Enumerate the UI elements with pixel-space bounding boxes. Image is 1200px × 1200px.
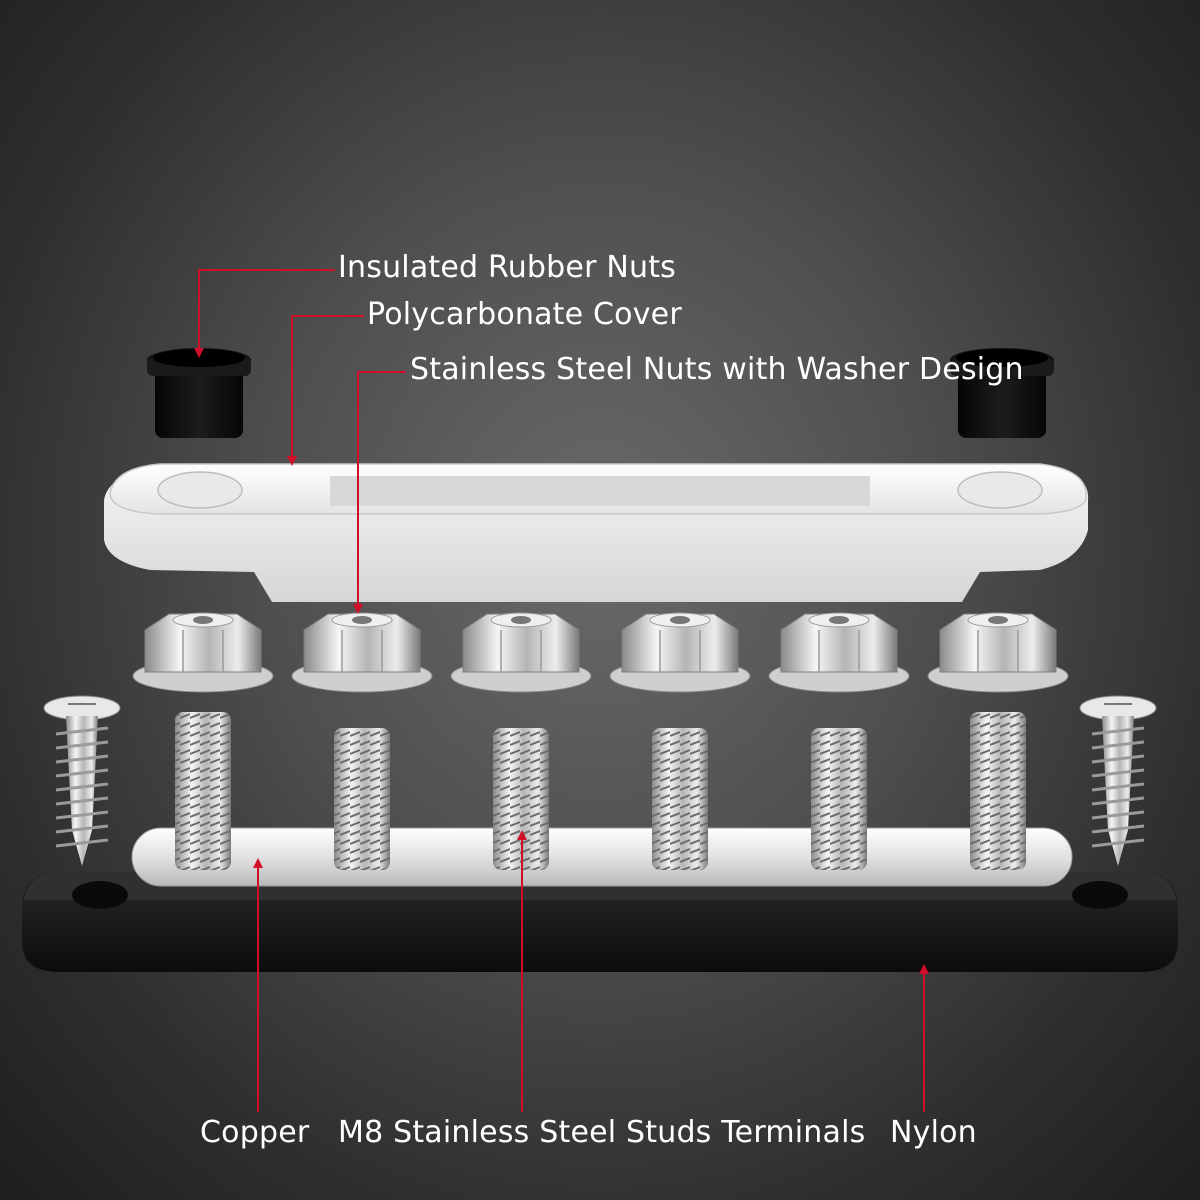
label-m8-studs: M8 Stainless Steel Studs Terminals [338,1115,866,1150]
pointer-cover [287,315,364,466]
stainless-nuts [132,612,1069,693]
insulated-rubber-nut-left [147,348,251,438]
pointer-nylon [919,964,929,1112]
nut-1 [132,612,274,693]
stud-1 [175,712,231,870]
nut-3 [450,612,592,693]
nut-4 [609,612,751,693]
pointer-rubber-nuts [194,269,335,358]
label-polycarbonate-cover: Polycarbonate Cover [367,297,682,332]
stud-5 [811,728,867,870]
label-insulated-rubber-nuts: Insulated Rubber Nuts [338,250,676,285]
stud-3 [493,728,549,870]
nut-6 [927,612,1069,693]
pointer-lines [194,269,929,1112]
nylon-base [22,872,1178,972]
screw-left [43,695,121,866]
nut-5 [768,612,910,693]
insulated-rubber-nut-right [950,348,1054,438]
copper-bar [131,827,1073,887]
stud-2 [334,728,390,870]
mounting-screws [43,695,1157,866]
label-nylon: Nylon [890,1115,977,1150]
stud-4 [652,728,708,870]
screw-right [1079,695,1157,866]
label-stainless-steel-nuts: Stainless Steel Nuts with Washer Design [410,352,1024,387]
stud-6 [970,712,1026,870]
stainless-studs [175,712,1026,870]
nut-2 [291,612,433,693]
pointer-studs [517,830,527,1112]
label-copper: Copper [200,1115,310,1150]
polycarbonate-cover [104,463,1089,602]
pointer-copper [253,858,263,1112]
pointer-steel-nuts [353,371,406,614]
